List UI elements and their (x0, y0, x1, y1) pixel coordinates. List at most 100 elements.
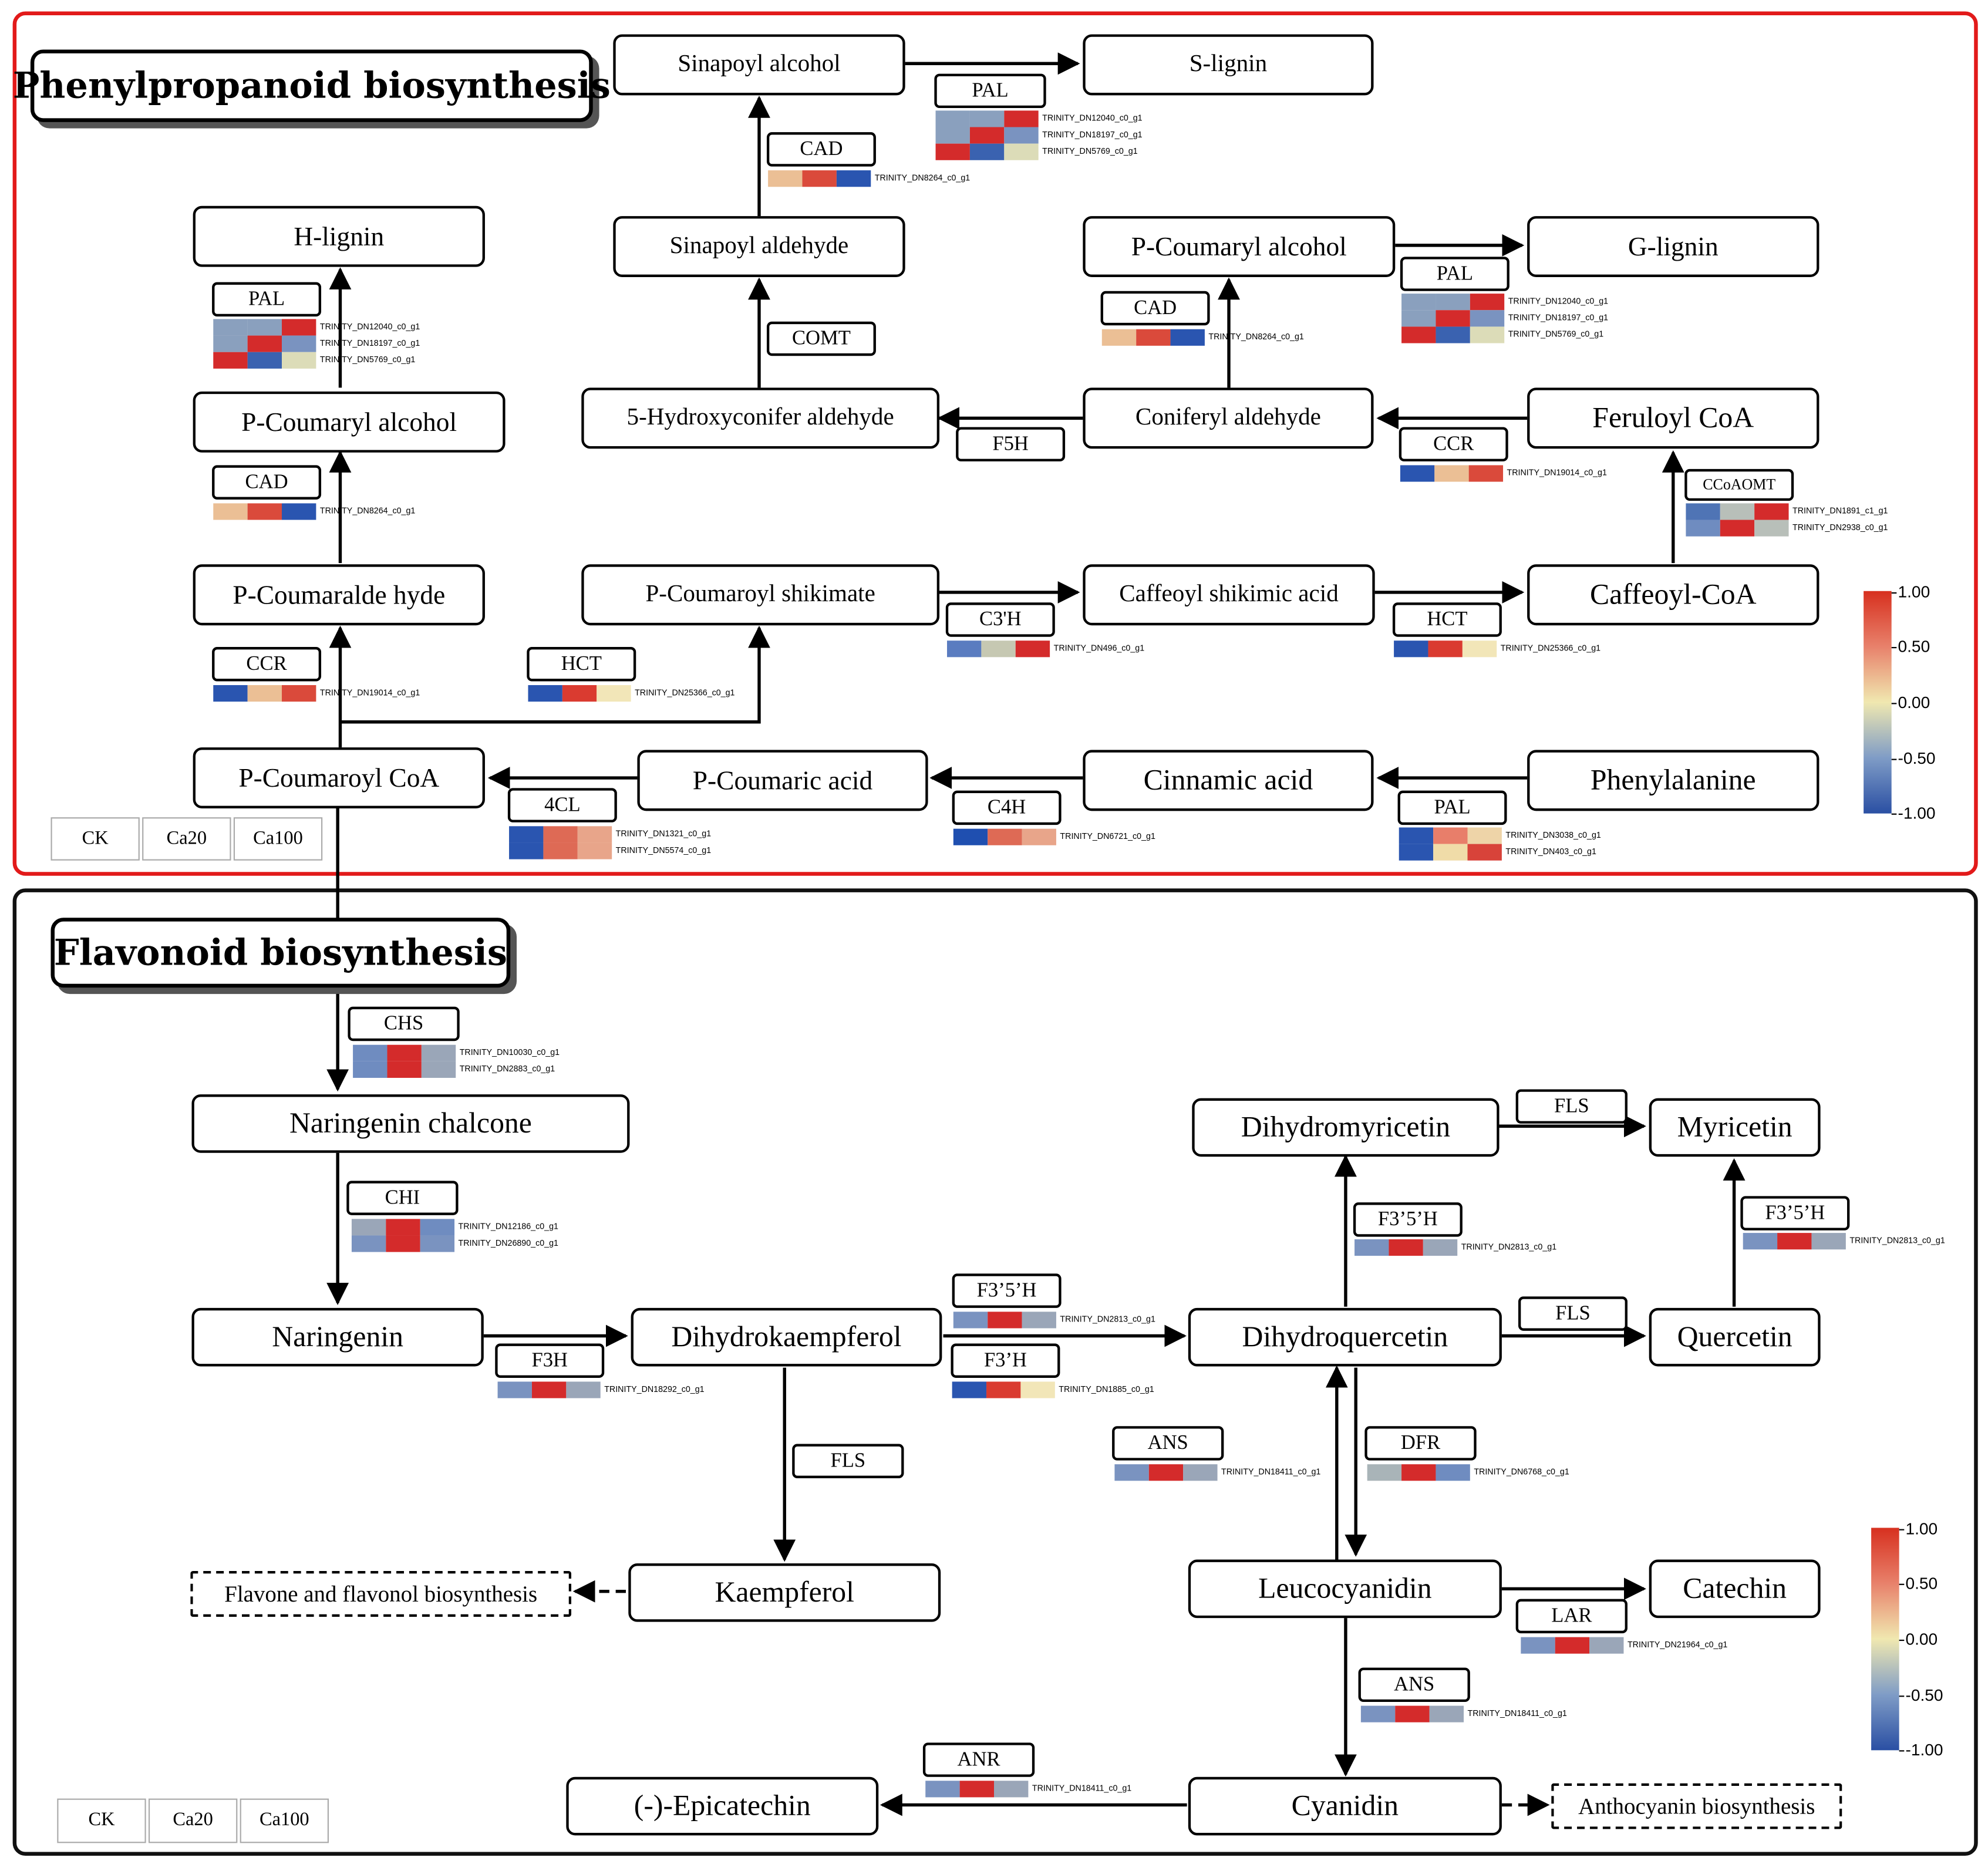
enzyme-ccr-g: CCR (1399, 427, 1508, 461)
heatmap-c4h: TRINITY_DN6721_c0_g1 (953, 828, 1155, 845)
compound-phenylalanine: Phenylalanine (1527, 750, 1819, 811)
heatmap-cell (1555, 1637, 1590, 1654)
compound-quercetin: Quercetin (1649, 1307, 1821, 1367)
compound-dihydromyricetin: Dihydromyricetin (1192, 1098, 1500, 1157)
enzyme-cad-h: CAD (212, 465, 322, 500)
compound-caffeoyl-coa: Caffeoyl-CoA (1527, 564, 1819, 626)
heatmap-row: TRINITY_DN2813_c0_g1 (1743, 1233, 1945, 1250)
gene-id-label: TRINITY_DN403_c0_g1 (1505, 848, 1596, 857)
heatmap-cell (1428, 640, 1463, 658)
compound-feruloyl-coa: Feruloyl CoA (1527, 387, 1819, 449)
heatmap-cell (1434, 465, 1469, 482)
compound-p-coumaryl-alcohol-top: P-Coumaryl alcohol (1083, 216, 1396, 277)
heatmap-row: TRINITY_DN8264_c0_g1 (213, 503, 415, 520)
heatmap-cell (1470, 294, 1505, 311)
heatmap-cell (988, 1312, 1022, 1329)
heatmap-row: TRINITY_DN2938_c0_g1 (1686, 520, 1888, 537)
enzyme-cad-g: CAD (1100, 291, 1210, 326)
heatmap-cell (497, 1381, 532, 1398)
gene-id-label: TRINITY_DN1321_c0_g1 (615, 830, 712, 839)
enzyme-f35h-a: F3’5’H (952, 1273, 1062, 1308)
legend-tick: 1.00 (1899, 1519, 1938, 1538)
gene-id-label: TRINITY_DN8264_c0_g1 (1208, 333, 1304, 342)
heatmap-f3h: TRINITY_DN18292_c0_g1 (497, 1381, 705, 1398)
heatmap-cell (577, 842, 612, 859)
gene-id-label: TRINITY_DN496_c0_g1 (1053, 644, 1145, 653)
heatmap-row: TRINITY_DN3038_c0_g1 (1399, 827, 1601, 844)
gene-id-label: TRINITY_DN12040_c0_g1 (319, 322, 420, 332)
legend-tick: 0.50 (1892, 637, 1930, 656)
legend-tick: 1.00 (1892, 582, 1930, 601)
gene-id-label: TRINITY_DN25366_c0_g1 (1500, 644, 1601, 653)
heatmap-row: TRINITY_DN25366_c0_g1 (1394, 640, 1601, 658)
heatmap-cell (562, 685, 597, 702)
gene-id-label: TRINITY_DN8264_c0_g1 (319, 507, 416, 517)
compound-cyanidin: Cyanidin (1188, 1776, 1502, 1836)
heatmap-cell (528, 685, 562, 702)
heatmap-ans-b: TRINITY_DN18411_c0_g1 (1360, 1705, 1567, 1722)
gene-id-label: TRINITY_DN26890_c0_g1 (458, 1239, 558, 1249)
heatmap-cell (387, 1061, 422, 1078)
heatmap-row: TRINITY_DN8264_c0_g1 (1101, 329, 1304, 346)
gene-id-label: TRINITY_DN6768_c0_g1 (1474, 1468, 1569, 1477)
enzyme-fls-k: FLS (792, 1444, 904, 1478)
heatmap-cell (247, 685, 282, 702)
heatmap-row: TRINITY_DN1321_c0_g1 (509, 826, 712, 843)
heatmap-row: TRINITY_DN26890_c0_g1 (351, 1235, 558, 1252)
compound-naringenin: Naringenin (191, 1307, 484, 1367)
gene-id-label: TRINITY_DN18197_c0_g1 (319, 339, 420, 349)
heatmap-cell (421, 1044, 456, 1061)
heatmap-cell (1399, 844, 1434, 861)
gene-id-label: TRINITY_DN2813_c0_g1 (1849, 1236, 1945, 1246)
phenylpropanoid-title: Phenylpropanoid biosynthesis (13, 49, 611, 122)
legend-tick: -1.00 (1892, 803, 1935, 822)
compound-leucocyanidin: Leucocyanidin (1188, 1559, 1502, 1619)
gene-id-label: TRINITY_DN6721_c0_g1 (1060, 832, 1155, 842)
heatmap-cell (213, 319, 248, 336)
compound-cinnamic-acid: Cinnamic acid (1083, 750, 1374, 811)
legend-tick: -0.50 (1899, 1685, 1943, 1704)
enzyme-4cl: 4CL (507, 788, 617, 822)
heatmap-ans-a: TRINITY_DN18411_c0_g1 (1114, 1464, 1320, 1481)
heatmap-row: TRINITY_DN18197_c0_g1 (213, 335, 420, 352)
heatmap-cell (1433, 844, 1468, 861)
heatmap-row: TRINITY_DN1885_c0_g1 (952, 1381, 1154, 1398)
heatmap-cell (387, 1044, 422, 1061)
heatmap-cell (566, 1381, 601, 1398)
enzyme-fls-q: FLS (1518, 1296, 1628, 1331)
heatmap-cell (1401, 1464, 1436, 1481)
heatmap-cell (247, 335, 282, 352)
sample-ca100: Ca100 (233, 817, 323, 861)
enzyme-f35h-c: F3’5’H (1740, 1196, 1850, 1231)
heatmap-row: TRINITY_DN6768_c0_g1 (1367, 1464, 1569, 1481)
heatmap-cell (1183, 1464, 1218, 1481)
heatmap-row: TRINITY_DN403_c0_g1 (1399, 844, 1601, 861)
heatmap-row: TRINITY_DN25366_c0_g1 (528, 685, 735, 702)
heatmap-cell (1400, 465, 1435, 482)
enzyme-fls-m: FLS (1515, 1089, 1628, 1124)
heatmap-row: TRINITY_DN8264_c0_g1 (768, 170, 970, 187)
heatmap-row: TRINITY_DN18197_c0_g1 (1401, 310, 1608, 327)
compound-p-coumaraldehyde: P-Coumaralde hyde (193, 564, 485, 626)
heatmap-cell (421, 1061, 456, 1078)
heatmap-cell (213, 352, 248, 369)
heatmap-cell (1743, 1233, 1778, 1250)
heatmap-cell (802, 170, 837, 187)
heatmap-cell (282, 319, 316, 336)
heatmap-cell (925, 1781, 960, 1798)
heatmap-cell (935, 110, 970, 127)
enzyme-pal-g: PAL (1400, 257, 1509, 291)
heatmap-cell (1401, 310, 1436, 327)
heatmap-cell (1429, 1705, 1464, 1722)
heatmap-row: TRINITY_DN6721_c0_g1 (953, 828, 1155, 845)
gene-id-label: TRINITY_DN18197_c0_g1 (1042, 131, 1143, 140)
heatmap-cell (282, 352, 316, 369)
heatmap-cell (420, 1219, 455, 1236)
enzyme-hct-r: HCT (1392, 602, 1502, 637)
sample-ca20: Ca20 (142, 817, 231, 861)
gene-id-label: TRINITY_DN5769_c0_g1 (1508, 330, 1604, 340)
